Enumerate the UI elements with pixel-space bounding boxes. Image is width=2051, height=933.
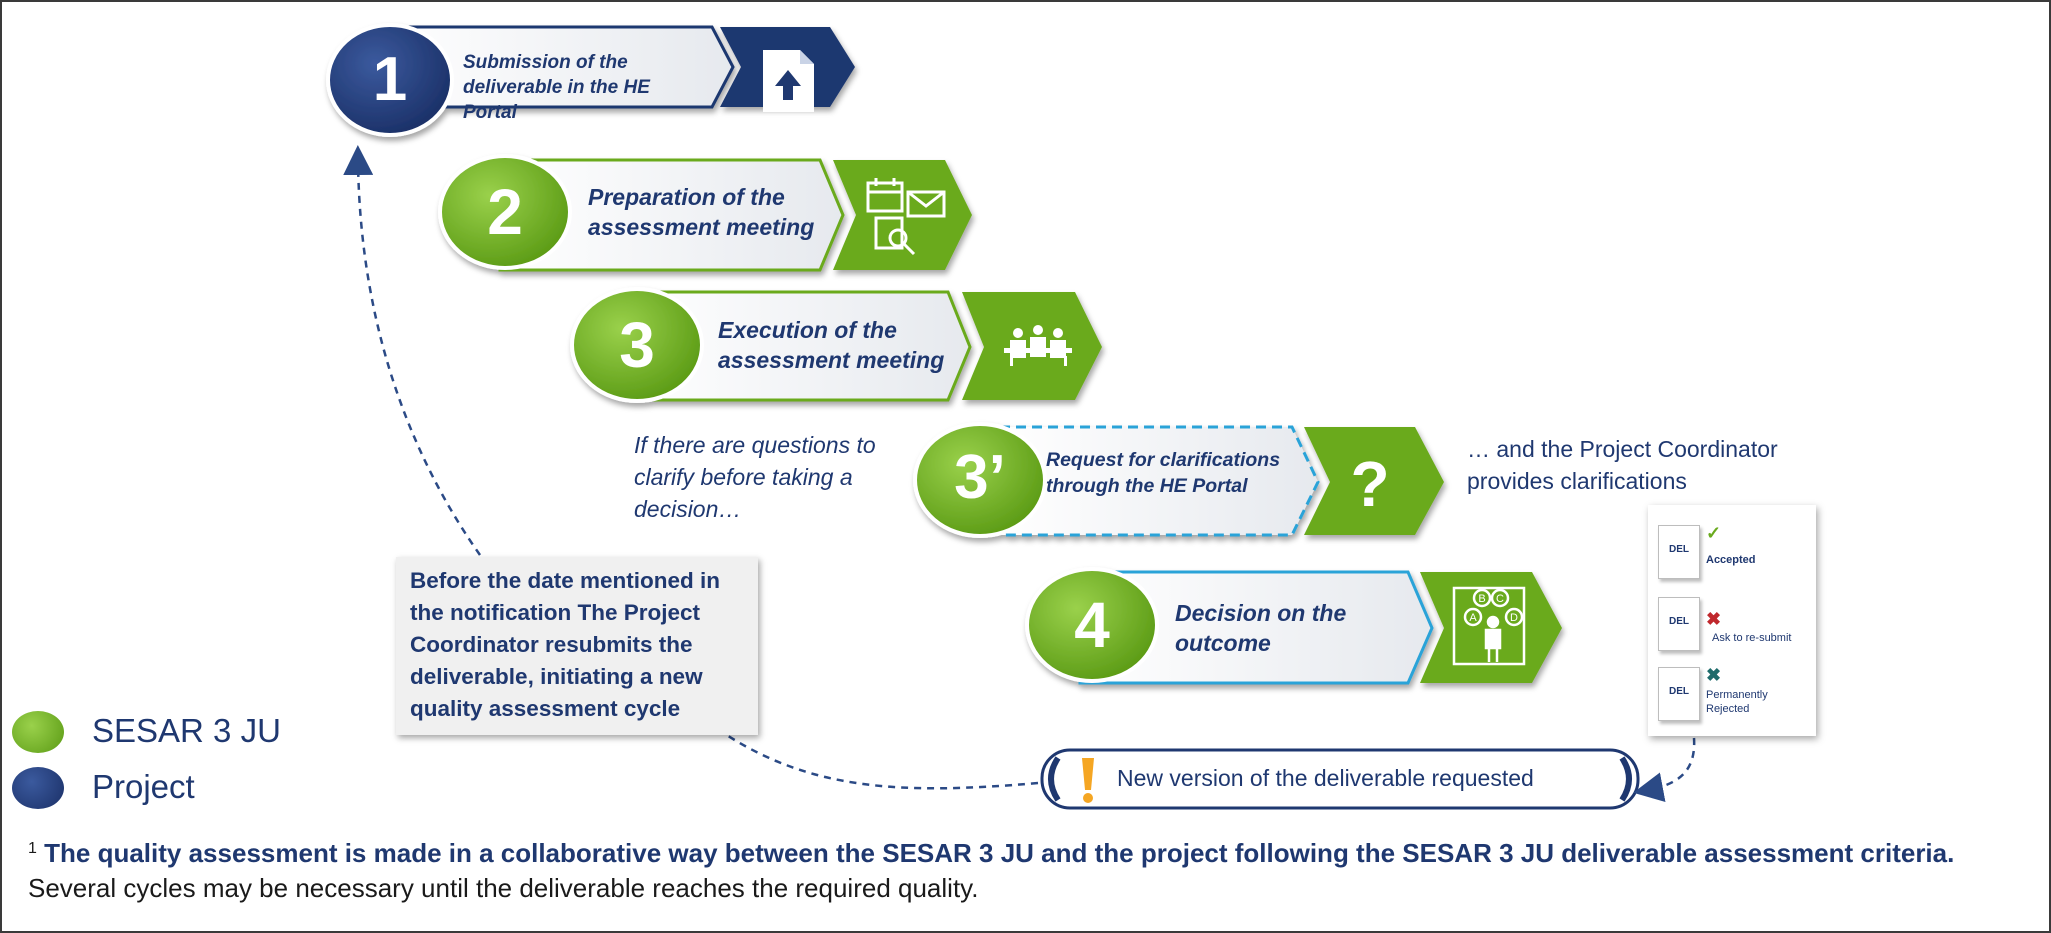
exclamation-icon [1082, 758, 1094, 803]
outcome-accepted-doc: DEL [1658, 525, 1700, 579]
step-4 [1025, 567, 1562, 685]
step-2-icon-tab [833, 160, 972, 270]
note-after-clarification: … and the Project Coordinator provides c… [1467, 436, 1778, 495]
step-3-prime [913, 422, 1444, 538]
check-icon: ✓ [1706, 523, 1722, 543]
footnote-bold-text: The quality assessment is made in a coll… [44, 838, 1955, 868]
legend-project-label: Project [92, 768, 195, 805]
outcome-resubmit-label: Ask to re-submit [1712, 632, 1792, 644]
outcome-rejected-doc: DEL [1658, 667, 1700, 721]
step-3-prime-circle [913, 422, 1047, 538]
cross-icon: ✖ [1706, 665, 1722, 685]
step-3-prime-icon-tab [1304, 427, 1444, 535]
outcomes-panel: DEL ✓ Accepted DEL ✖ Ask to re-submit DE… [1648, 505, 1816, 736]
step-3-prime-number: 3’ [954, 443, 1006, 512]
step-1-label: Submission of the deliverable in the HE … [463, 52, 650, 124]
outcome-to-banner-arrow [1633, 737, 1696, 802]
svg-text:A: A [1469, 612, 1477, 624]
footnote: 1 The quality assessment is made in a co… [28, 836, 2038, 907]
step-3-prime-label: Request for clarifications through the H… [1046, 449, 1281, 497]
step-3-circle [570, 287, 704, 403]
legend-project-dot [12, 767, 64, 809]
resubmit-note-text: Before the date mentioned in the notific… [410, 568, 721, 721]
banner-to-note-connector [721, 730, 1039, 790]
step-2-number: 2 [487, 176, 523, 248]
step-2-circle [438, 154, 572, 270]
svg-text:B: B [1478, 593, 1485, 605]
cross-icon: ✖ [1706, 609, 1722, 629]
meeting-people-icon [1004, 325, 1072, 366]
doc-label: DEL [1669, 686, 1689, 697]
note-to-step-1-arrow [343, 145, 482, 556]
upload-document-icon [763, 50, 814, 112]
footnote-normal-text: Several cycles may be necessary until th… [28, 873, 979, 904]
new-version-label: New version of the deliverable requested [1117, 765, 1534, 791]
calendar-mail-search-icon [866, 178, 946, 256]
legend-sesar-dot [12, 711, 64, 753]
step-2 [438, 154, 972, 272]
legend-sesar-label: SESAR 3 JU [92, 712, 281, 749]
note-before-clarification: If there are questions to clarify before… [634, 432, 876, 523]
footnote-marker: 1 [28, 840, 37, 857]
outcome-accepted-label: Accepted [1706, 554, 1756, 566]
outcome-resubmit-doc: DEL [1658, 597, 1700, 651]
step-3-number: 3 [619, 309, 655, 381]
resubmit-note-box: Before the date mentioned in the notific… [396, 557, 758, 735]
svg-text:C: C [1496, 593, 1504, 605]
doc-label: DEL [1669, 544, 1689, 555]
step-1-circle [326, 23, 454, 137]
outcome-rejected-label: Permanently Rejected [1706, 689, 1768, 716]
step-4-number: 4 [1074, 589, 1110, 661]
svg-text:D: D [1510, 612, 1518, 624]
step-3-label: Execution of the assessment meeting [718, 317, 945, 374]
step-1-number: 1 [372, 45, 408, 114]
step-4-circle [1025, 567, 1159, 683]
decision-options-icon [1452, 586, 1526, 666]
question-mark-icon: ? [1350, 448, 1389, 520]
doc-label: DEL [1669, 616, 1689, 627]
step-2-label: Preparation of the assessment meeting [588, 184, 815, 241]
step-4-label: Decision on the outcome [1175, 600, 1347, 657]
